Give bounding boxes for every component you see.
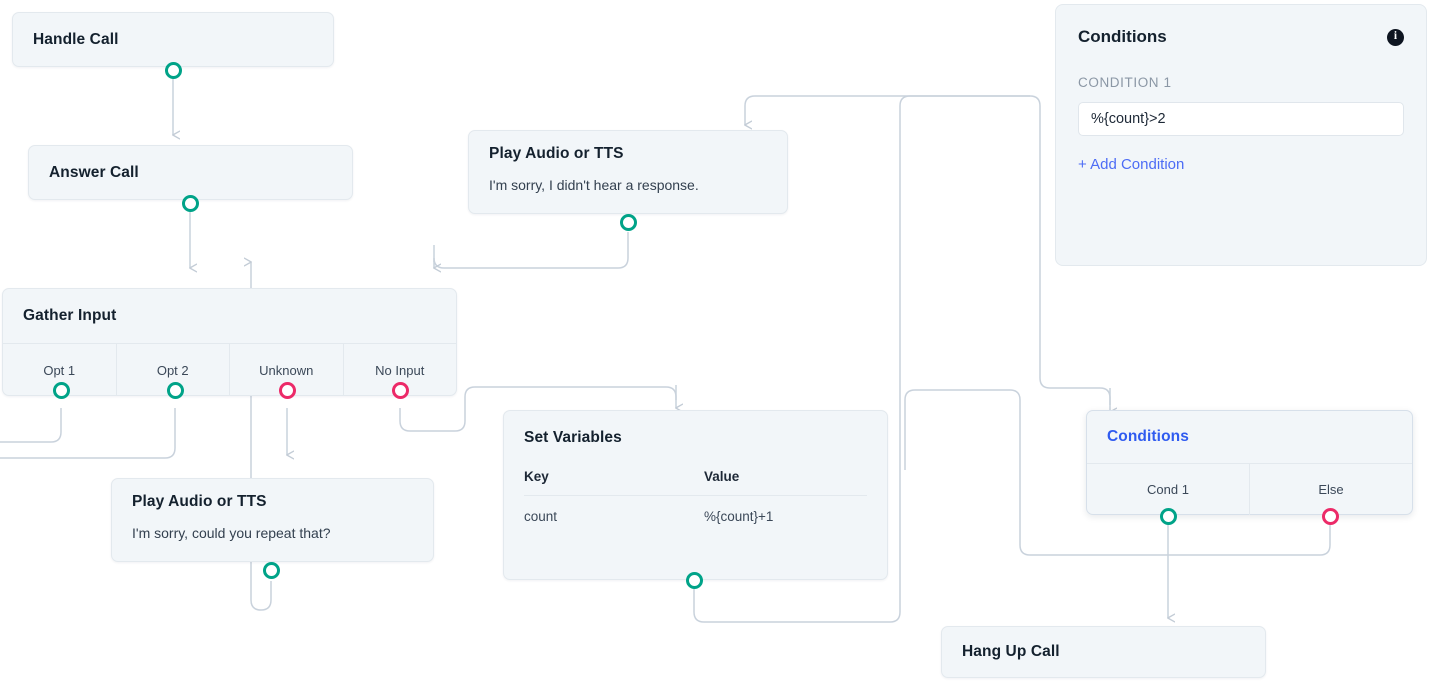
node-set-variables[interactable]: Set Variables Key Value count %{count}+1	[503, 410, 888, 580]
output-opt-1[interactable]: Opt 1	[3, 344, 117, 396]
add-condition-link[interactable]: + Add Condition	[1078, 156, 1185, 173]
condition-label: CONDITION 1	[1078, 75, 1172, 90]
node-title: Conditions	[1107, 428, 1189, 445]
node-gather-input[interactable]: Gather Input Opt 1 Opt 2 Unknown No Inpu…	[2, 288, 457, 396]
output-label: No Input	[375, 362, 425, 378]
handle-out-set-variables[interactable]	[686, 572, 703, 589]
output-label: Else	[1318, 482, 1344, 497]
column-header-value: Value	[704, 469, 740, 484]
column-header-key: Key	[524, 469, 549, 484]
edge-rail-to-noinput-audio	[745, 95, 756, 125]
node-conditions[interactable]: Conditions Cond 1 Else	[1086, 410, 1413, 515]
handle-out-play-audio-repeat[interactable]	[263, 562, 280, 579]
conditions-panel[interactable]: Conditions i CONDITION 1 %{count}>2 + Ad…	[1055, 4, 1427, 266]
table-header-row: Key Value	[504, 469, 887, 484]
condition-input-value: %{count}>2	[1091, 111, 1166, 127]
cell-value: %{count}+1	[704, 509, 774, 524]
panel-header: Conditions i	[1078, 27, 1404, 47]
handle-out-answer-call[interactable]	[182, 195, 199, 212]
handle-out-no-input[interactable]	[392, 382, 409, 399]
node-title: Gather Input	[23, 307, 117, 324]
output-else[interactable]: Else	[1250, 464, 1412, 515]
handle-out-play-audio-no-input[interactable]	[620, 214, 637, 231]
edge-opt1-out	[0, 408, 62, 443]
node-header: Play Audio or TTS	[469, 131, 787, 163]
node-title: Hang Up Call	[962, 643, 1060, 660]
node-title: Play Audio or TTS	[132, 493, 267, 510]
node-header: Play Audio or TTS	[112, 479, 433, 511]
output-label: Opt 2	[156, 362, 189, 378]
handle-out-unknown[interactable]	[279, 382, 296, 399]
node-outputs: Cond 1 Else	[1087, 463, 1412, 515]
node-hang-up-call[interactable]: Hang Up Call	[941, 626, 1266, 678]
cell-key: count	[524, 509, 558, 524]
panel-title: Conditions	[1078, 27, 1167, 46]
handle-out-cond-1[interactable]	[1160, 508, 1177, 525]
output-unknown[interactable]: Unknown	[230, 344, 344, 396]
node-handle-call[interactable]: Handle Call	[12, 12, 334, 67]
edge-noinput-audio-out	[433, 232, 629, 269]
edge-opt2-out	[0, 408, 176, 459]
node-play-audio-repeat[interactable]: Play Audio or TTS I'm sorry, could you r…	[111, 478, 434, 562]
condition-input[interactable]: %{count}>2	[1078, 102, 1404, 136]
handle-out-opt-2[interactable]	[167, 382, 184, 399]
node-title: Answer Call	[49, 163, 139, 181]
table-row: count %{count}+1	[504, 509, 887, 524]
node-header: Conditions	[1087, 411, 1412, 463]
handle-out-opt-1[interactable]	[53, 382, 70, 399]
node-play-audio-no-input[interactable]: Play Audio or TTS I'm sorry, I didn't he…	[468, 130, 788, 214]
output-opt-2[interactable]: Opt 2	[117, 344, 230, 396]
node-title: Play Audio or TTS	[489, 145, 624, 162]
handle-out-else[interactable]	[1322, 508, 1339, 525]
output-label: Unknown	[259, 362, 314, 378]
output-label: Opt 1	[43, 362, 76, 378]
node-outputs: Opt 1 Opt 2 Unknown No Input	[3, 343, 456, 396]
info-icon[interactable]: i	[1387, 28, 1404, 46]
table-divider	[524, 495, 867, 496]
node-header: Set Variables	[504, 411, 887, 447]
output-cond-1[interactable]: Cond 1	[1087, 464, 1250, 515]
output-no-input[interactable]: No Input	[344, 344, 457, 396]
node-answer-call[interactable]: Answer Call	[28, 145, 353, 200]
node-subtitle: I'm sorry, could you repeat that?	[132, 525, 331, 541]
node-title: Handle Call	[33, 30, 119, 48]
node-subtitle: I'm sorry, I didn't hear a response.	[489, 177, 699, 193]
node-title: Set Variables	[524, 429, 622, 446]
node-header: Gather Input	[3, 289, 456, 343]
handle-out-handle-call[interactable]	[165, 62, 182, 79]
output-label: Cond 1	[1147, 482, 1189, 497]
